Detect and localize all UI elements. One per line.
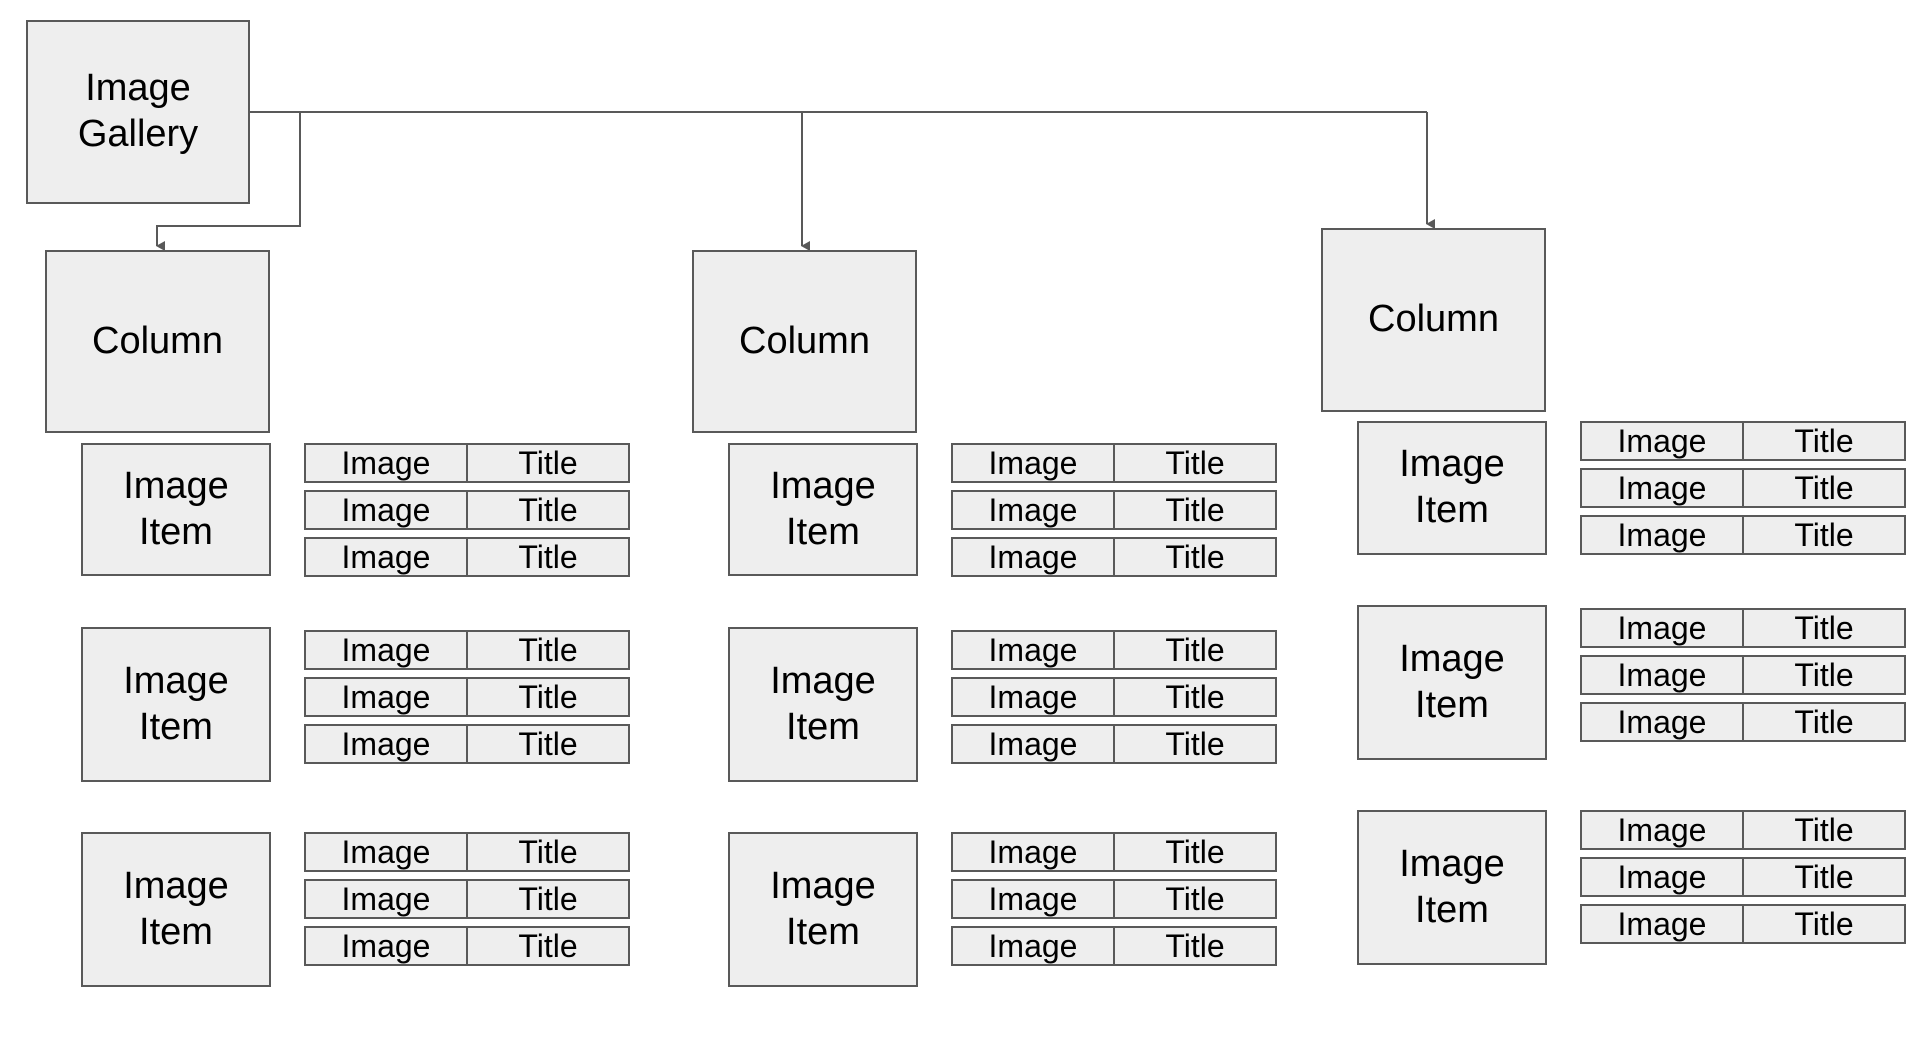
- title-cell: Title: [1113, 926, 1277, 966]
- image-cell: Image: [304, 537, 468, 577]
- title-cell: Title: [1742, 421, 1906, 461]
- image-cell: Image: [1580, 655, 1744, 695]
- image-item-box: Image Item: [1357, 605, 1547, 760]
- image-cell: Image: [951, 677, 1115, 717]
- image-cell: Image: [304, 724, 468, 764]
- image-cell: Image: [1580, 702, 1744, 742]
- image-cell: Image: [304, 832, 468, 872]
- title-cell: Title: [1742, 810, 1906, 850]
- image-cell: Image: [304, 677, 468, 717]
- title-cell: Title: [1742, 655, 1906, 695]
- image-cell: Image: [1580, 515, 1744, 555]
- title-cell: Title: [1742, 468, 1906, 508]
- image-cell: Image: [951, 724, 1115, 764]
- image-cell: Image: [304, 443, 468, 483]
- title-cell: Title: [466, 926, 630, 966]
- title-cell: Title: [1113, 879, 1277, 919]
- image-cell: Image: [1580, 810, 1744, 850]
- title-cell: Title: [1742, 904, 1906, 944]
- image-item-box: Image Item: [728, 832, 918, 987]
- title-cell: Title: [1742, 515, 1906, 555]
- image-cell: Image: [1580, 904, 1744, 944]
- image-gallery-box: Image Gallery: [26, 20, 250, 204]
- image-cell: Image: [1580, 421, 1744, 461]
- title-cell: Title: [1742, 702, 1906, 742]
- image-cell: Image: [951, 443, 1115, 483]
- title-cell: Title: [1742, 857, 1906, 897]
- image-cell: Image: [1580, 857, 1744, 897]
- image-cell: Image: [951, 630, 1115, 670]
- image-cell: Image: [1580, 468, 1744, 508]
- image-cell: Image: [951, 537, 1115, 577]
- title-cell: Title: [466, 443, 630, 483]
- image-item-box: Image Item: [1357, 421, 1547, 555]
- image-cell: Image: [951, 490, 1115, 530]
- image-cell: Image: [951, 926, 1115, 966]
- image-cell: Image: [304, 879, 468, 919]
- title-cell: Title: [1113, 537, 1277, 577]
- title-cell: Title: [1113, 490, 1277, 530]
- title-cell: Title: [466, 724, 630, 764]
- title-cell: Title: [1113, 677, 1277, 717]
- image-item-box: Image Item: [1357, 810, 1547, 965]
- image-item-box: Image Item: [81, 832, 271, 987]
- image-item-box: Image Item: [81, 443, 271, 576]
- image-cell: Image: [951, 879, 1115, 919]
- title-cell: Title: [1113, 724, 1277, 764]
- title-cell: Title: [1113, 832, 1277, 872]
- title-cell: Title: [466, 677, 630, 717]
- image-cell: Image: [304, 630, 468, 670]
- image-cell: Image: [1580, 608, 1744, 648]
- column-box-2: Column: [692, 250, 917, 433]
- title-cell: Title: [466, 537, 630, 577]
- title-cell: Title: [1113, 443, 1277, 483]
- column-box-3: Column: [1321, 228, 1546, 412]
- image-item-box: Image Item: [728, 627, 918, 782]
- title-cell: Title: [1742, 608, 1906, 648]
- title-cell: Title: [1113, 630, 1277, 670]
- title-cell: Title: [466, 879, 630, 919]
- image-cell: Image: [304, 490, 468, 530]
- image-item-box: Image Item: [81, 627, 271, 782]
- title-cell: Title: [466, 630, 630, 670]
- image-cell: Image: [304, 926, 468, 966]
- image-item-box: Image Item: [728, 443, 918, 576]
- title-cell: Title: [466, 832, 630, 872]
- column-box-1: Column: [45, 250, 270, 433]
- title-cell: Title: [466, 490, 630, 530]
- image-cell: Image: [951, 832, 1115, 872]
